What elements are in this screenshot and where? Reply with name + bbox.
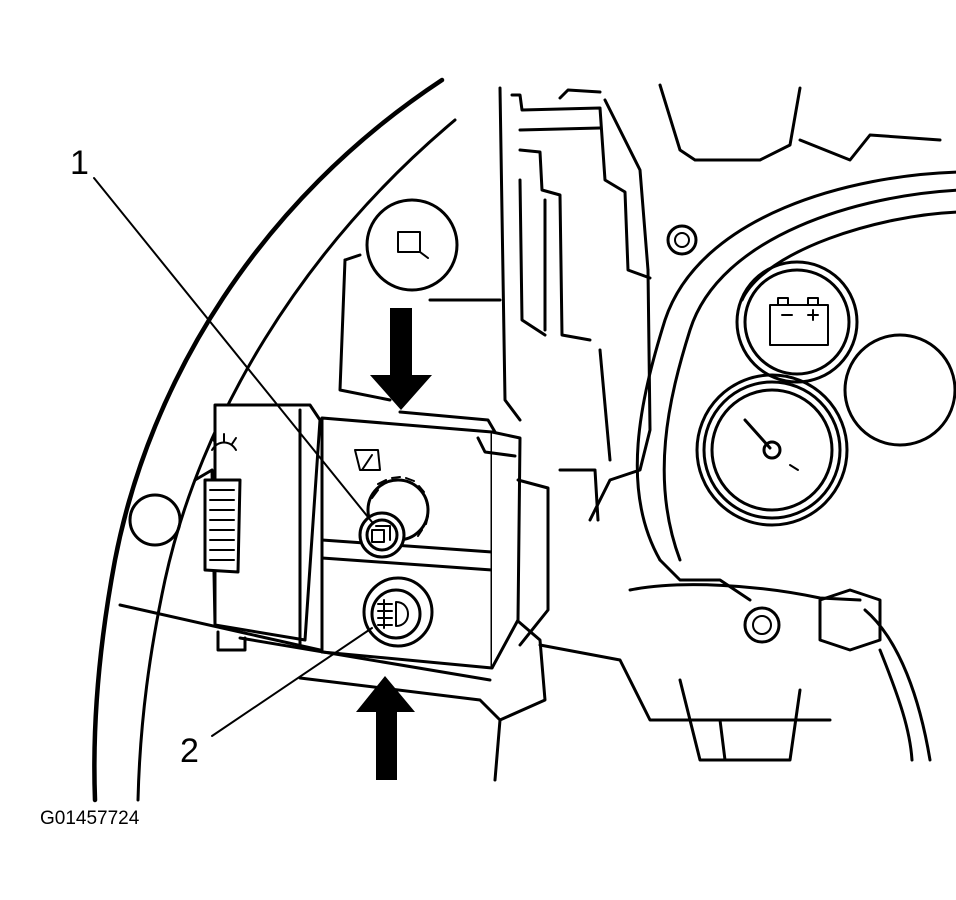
removal-arrow-down bbox=[370, 308, 432, 410]
wiper-knob-symbol bbox=[371, 525, 391, 543]
dimmer-control-module bbox=[128, 403, 322, 652]
leader-line-2 bbox=[211, 627, 373, 737]
figure-id: G01457724 bbox=[40, 808, 140, 829]
leader-line-1 bbox=[93, 177, 373, 523]
battery-icon bbox=[769, 297, 829, 346]
trim-panel-edge bbox=[92, 77, 457, 803]
dash-light-icon bbox=[211, 433, 237, 451]
removal-arrow-up bbox=[356, 676, 415, 780]
mounting-bolt bbox=[666, 224, 698, 256]
lower-dash-trim bbox=[118, 603, 832, 782]
fog-lamp-switch bbox=[362, 576, 434, 648]
cluster-fastener bbox=[743, 588, 932, 762]
wiper-icon bbox=[354, 449, 381, 471]
upper-recess bbox=[338, 253, 502, 402]
headlamp-switch-opening bbox=[365, 198, 459, 292]
instrument-cluster bbox=[628, 170, 956, 602]
callout-2: 2 bbox=[180, 732, 199, 770]
wiper-control-knob bbox=[358, 476, 430, 559]
callout-1: 1 bbox=[70, 144, 89, 182]
battery-gauge bbox=[735, 260, 859, 384]
dash-frame bbox=[468, 83, 942, 722]
gauge-dial bbox=[695, 373, 849, 527]
fog-lamp-icon bbox=[377, 599, 409, 629]
